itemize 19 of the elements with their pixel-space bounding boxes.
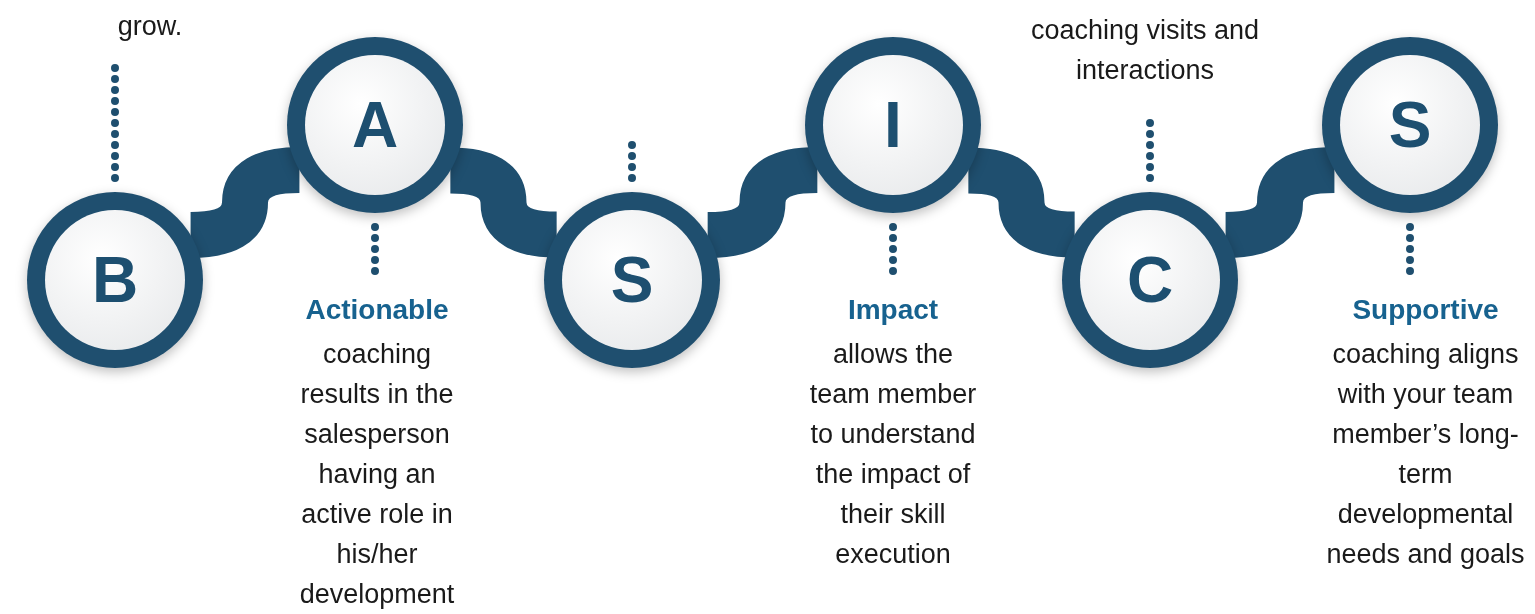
heading: Impact [847,293,939,327]
description: coaching visits and interactions [1029,14,1261,87]
connector-band [1224,147,1336,258]
description: allows the team member to understand the impact of their skill execution [808,338,978,571]
connector-band [449,147,558,258]
heading: Actionable [305,293,449,327]
letter: A [351,93,399,157]
letter: S [610,248,654,312]
letter: I [884,93,902,157]
letter: B [91,248,139,312]
connector-band [967,147,1076,258]
heading: Supportive [1352,293,1499,327]
description: grow. [117,10,183,43]
connector-band [189,147,301,258]
connector-band [707,146,818,259]
description: coaching results in the salesperson having an active role in his/her development [298,338,456,611]
letter: C [1126,248,1174,312]
description: coaching aligns with your team member’s long-term developmental needs and goals [1325,338,1526,571]
letter: S [1388,93,1432,157]
